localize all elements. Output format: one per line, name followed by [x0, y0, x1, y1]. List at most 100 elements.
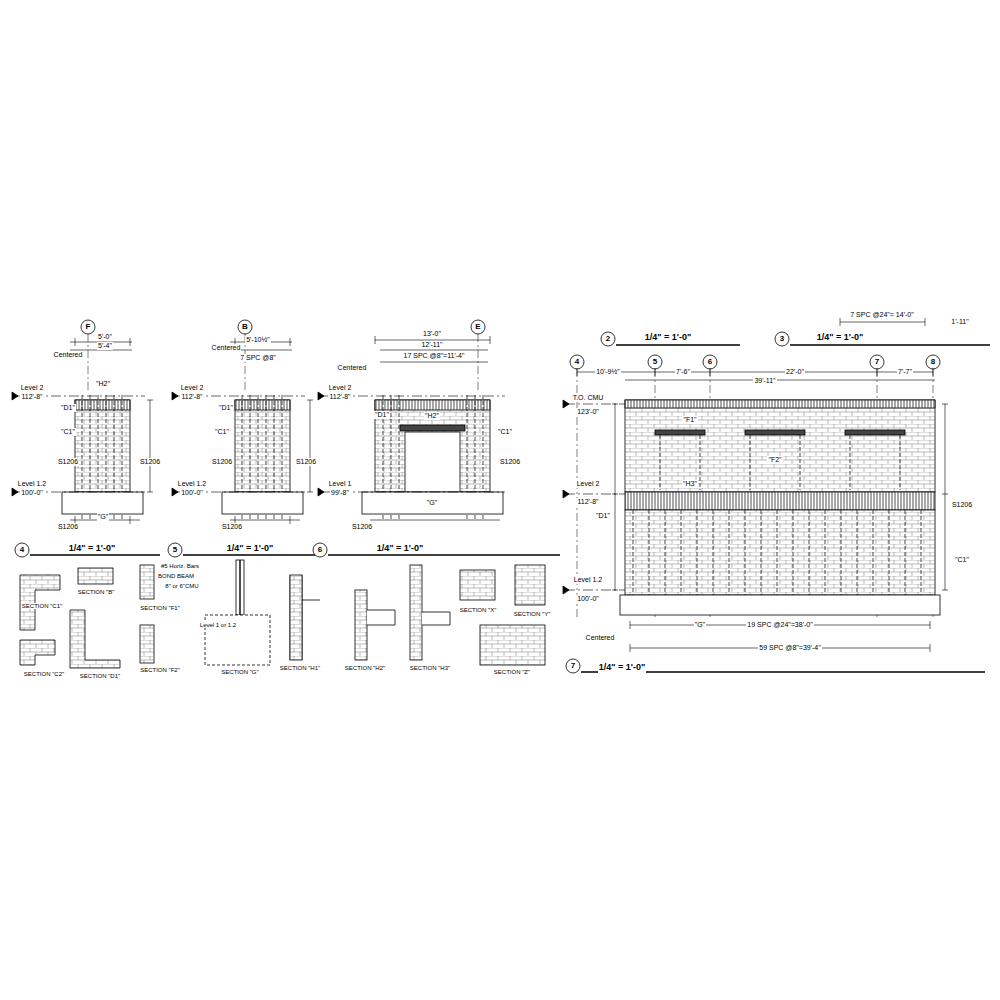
drawing-label: Level 2 [20, 384, 45, 391]
drawing-label: "H3" [682, 480, 698, 487]
drawing-label: 112'-8" [328, 393, 351, 400]
drawing-label: 112'-8" [20, 393, 43, 400]
drawing-label: 7 SPC @24"= 14'-0" [849, 311, 914, 318]
drawing-label: "D1" [374, 411, 390, 418]
drawing-label: 99'-8" [330, 489, 350, 496]
drawing-label: Centered [585, 634, 616, 641]
drawing-label: 7 SPC @8" [239, 354, 277, 361]
drawing-label: Centered [337, 364, 368, 371]
drawing-label: 1/4" = 1'-0" [68, 544, 116, 553]
drawing-label: S1206 [139, 458, 161, 465]
drawing-label: SECTION "B" [77, 589, 116, 595]
drawing-label: Centered [53, 351, 84, 358]
drawing-label: 19 SPC @24"=38'-0" [746, 621, 813, 628]
drawing-label: 59 SPC @8"=39'-4" [758, 644, 821, 651]
drawing-label: 5'-4" [97, 342, 113, 349]
drawing-label: Level 2 [576, 480, 601, 487]
drawing-label: Centered [211, 344, 242, 351]
drawing-label: 13'-0" [422, 330, 442, 337]
drawing-label: "D1" [218, 404, 234, 411]
drawing-label: SECTION "F2" [139, 667, 181, 673]
drawing-label: SECTION "D1" [79, 673, 121, 679]
drawing-label: 1/4" = 1'-0" [226, 544, 274, 553]
grid-bubble-label: 7 [874, 358, 880, 366]
drawing-label: S1206 [295, 458, 317, 465]
drawing-label: 7'-7" [897, 368, 913, 375]
drawing-label: 1/4" = 1'-0" [644, 333, 692, 342]
drawing-label: 123'-0" [576, 408, 600, 415]
drawing-label: 8" or 6"CMU [164, 583, 199, 589]
drawing-label: "H2" [424, 412, 440, 419]
drawing-label: 1/4" = 1'-0" [376, 544, 424, 553]
drawing-label: S1206 [57, 523, 79, 530]
drawing-label: 39'-11" [753, 377, 776, 384]
drawing-label: 100'-0" [576, 595, 600, 602]
drawing-label: 100'-0" [180, 489, 204, 496]
drawing-label: Level 1.2 [573, 576, 603, 583]
drawing-label: Level 1 [328, 480, 353, 487]
drawing-label: Level 2 [328, 384, 353, 391]
drawing-label: SECTION "H1" [279, 665, 321, 671]
drawing-label: SECTION "H3" [409, 665, 451, 671]
drawing-label: 112'-8" [576, 498, 599, 505]
drawing-label: #5 Horiz. Bars [160, 563, 200, 569]
drawing-label: "C1" [214, 428, 230, 435]
grid-bubble-label: 8 [930, 358, 936, 366]
drawing-label: T.O. CMU [572, 394, 605, 401]
drawing-label: S1206 [221, 523, 243, 530]
drawing-label: "D1" [595, 512, 611, 519]
drawing-label: 17 SPC @8"=11'-4" [403, 352, 466, 359]
drawing-label: 10'-9½" [595, 368, 621, 375]
grid-bubble-label: 4 [574, 358, 580, 366]
grid-bubble-label: 3 [779, 335, 785, 343]
drawing-label: 12'-11" [420, 341, 443, 348]
drawing-label: "F2" [767, 456, 782, 463]
drawing-label: 5'-10½" [245, 336, 271, 343]
grid-bubble-label: B [241, 323, 249, 331]
drawing-label: "H2" [95, 380, 111, 387]
grid-bubble-label: 2 [605, 335, 611, 343]
grid-bubble-label: E [474, 323, 481, 331]
drawing-label: "D1" [60, 404, 76, 411]
drawing-label: SECTION "C2" [23, 671, 65, 677]
drawing-label: SECTION "C1" [21, 603, 63, 609]
drawing-label: 1/4" = 1'-0" [816, 333, 864, 342]
grid-bubble-label: 6 [707, 358, 713, 366]
drawing-label: 112'-8" [180, 393, 203, 400]
drawing-label: "C1" [497, 428, 513, 435]
drawing-label: 5'-0" [97, 333, 113, 340]
drawing-label: Level 1 or 1.2 [199, 622, 237, 628]
drawing-label: S1206 [351, 523, 373, 530]
grid-bubble-label: 7 [570, 662, 576, 670]
drawing-label: 22'-0" [785, 368, 805, 375]
drawing-label: SECTION "Z" [493, 669, 531, 675]
drawing-label: 7'-6" [675, 368, 691, 375]
drawing-label: Level 1.2 [17, 480, 47, 487]
drawing-label: "G" [694, 621, 706, 628]
grid-bubble-label: 6 [317, 546, 323, 554]
drawing-label: S1206 [211, 458, 233, 465]
drawing-label: SECTION "Y" [513, 611, 552, 617]
drawing-label: Level 1.2 [177, 480, 207, 487]
drawing-label: SECTION "F1" [139, 605, 181, 611]
drawing-label: "F1" [682, 416, 697, 423]
drawing-label: SECTION "G" [220, 669, 259, 675]
drawing-label: BOND BEAM [157, 573, 195, 579]
drawing-label: S1206 [57, 458, 79, 465]
grid-bubble-label: 5 [172, 546, 178, 554]
drawing-label: S1206 [951, 501, 973, 508]
grid-bubble-label: 4 [19, 546, 25, 554]
drawing-label: 1'-11" [950, 318, 969, 325]
drawing-label: "C1" [954, 556, 970, 563]
drawing-label: SECTION "H2" [344, 665, 386, 671]
drawing-label: "C1" [60, 428, 76, 435]
drawing-label: Level 2 [180, 384, 205, 391]
grid-bubble-label: 5 [652, 358, 658, 366]
drawing-label: SECTION "X" [459, 607, 498, 613]
drawing-label: 100'-0" [20, 489, 44, 496]
grid-bubble-label: F [85, 323, 92, 331]
drawing-label: "G" [97, 513, 109, 520]
drawing-label: S1206 [499, 458, 521, 465]
